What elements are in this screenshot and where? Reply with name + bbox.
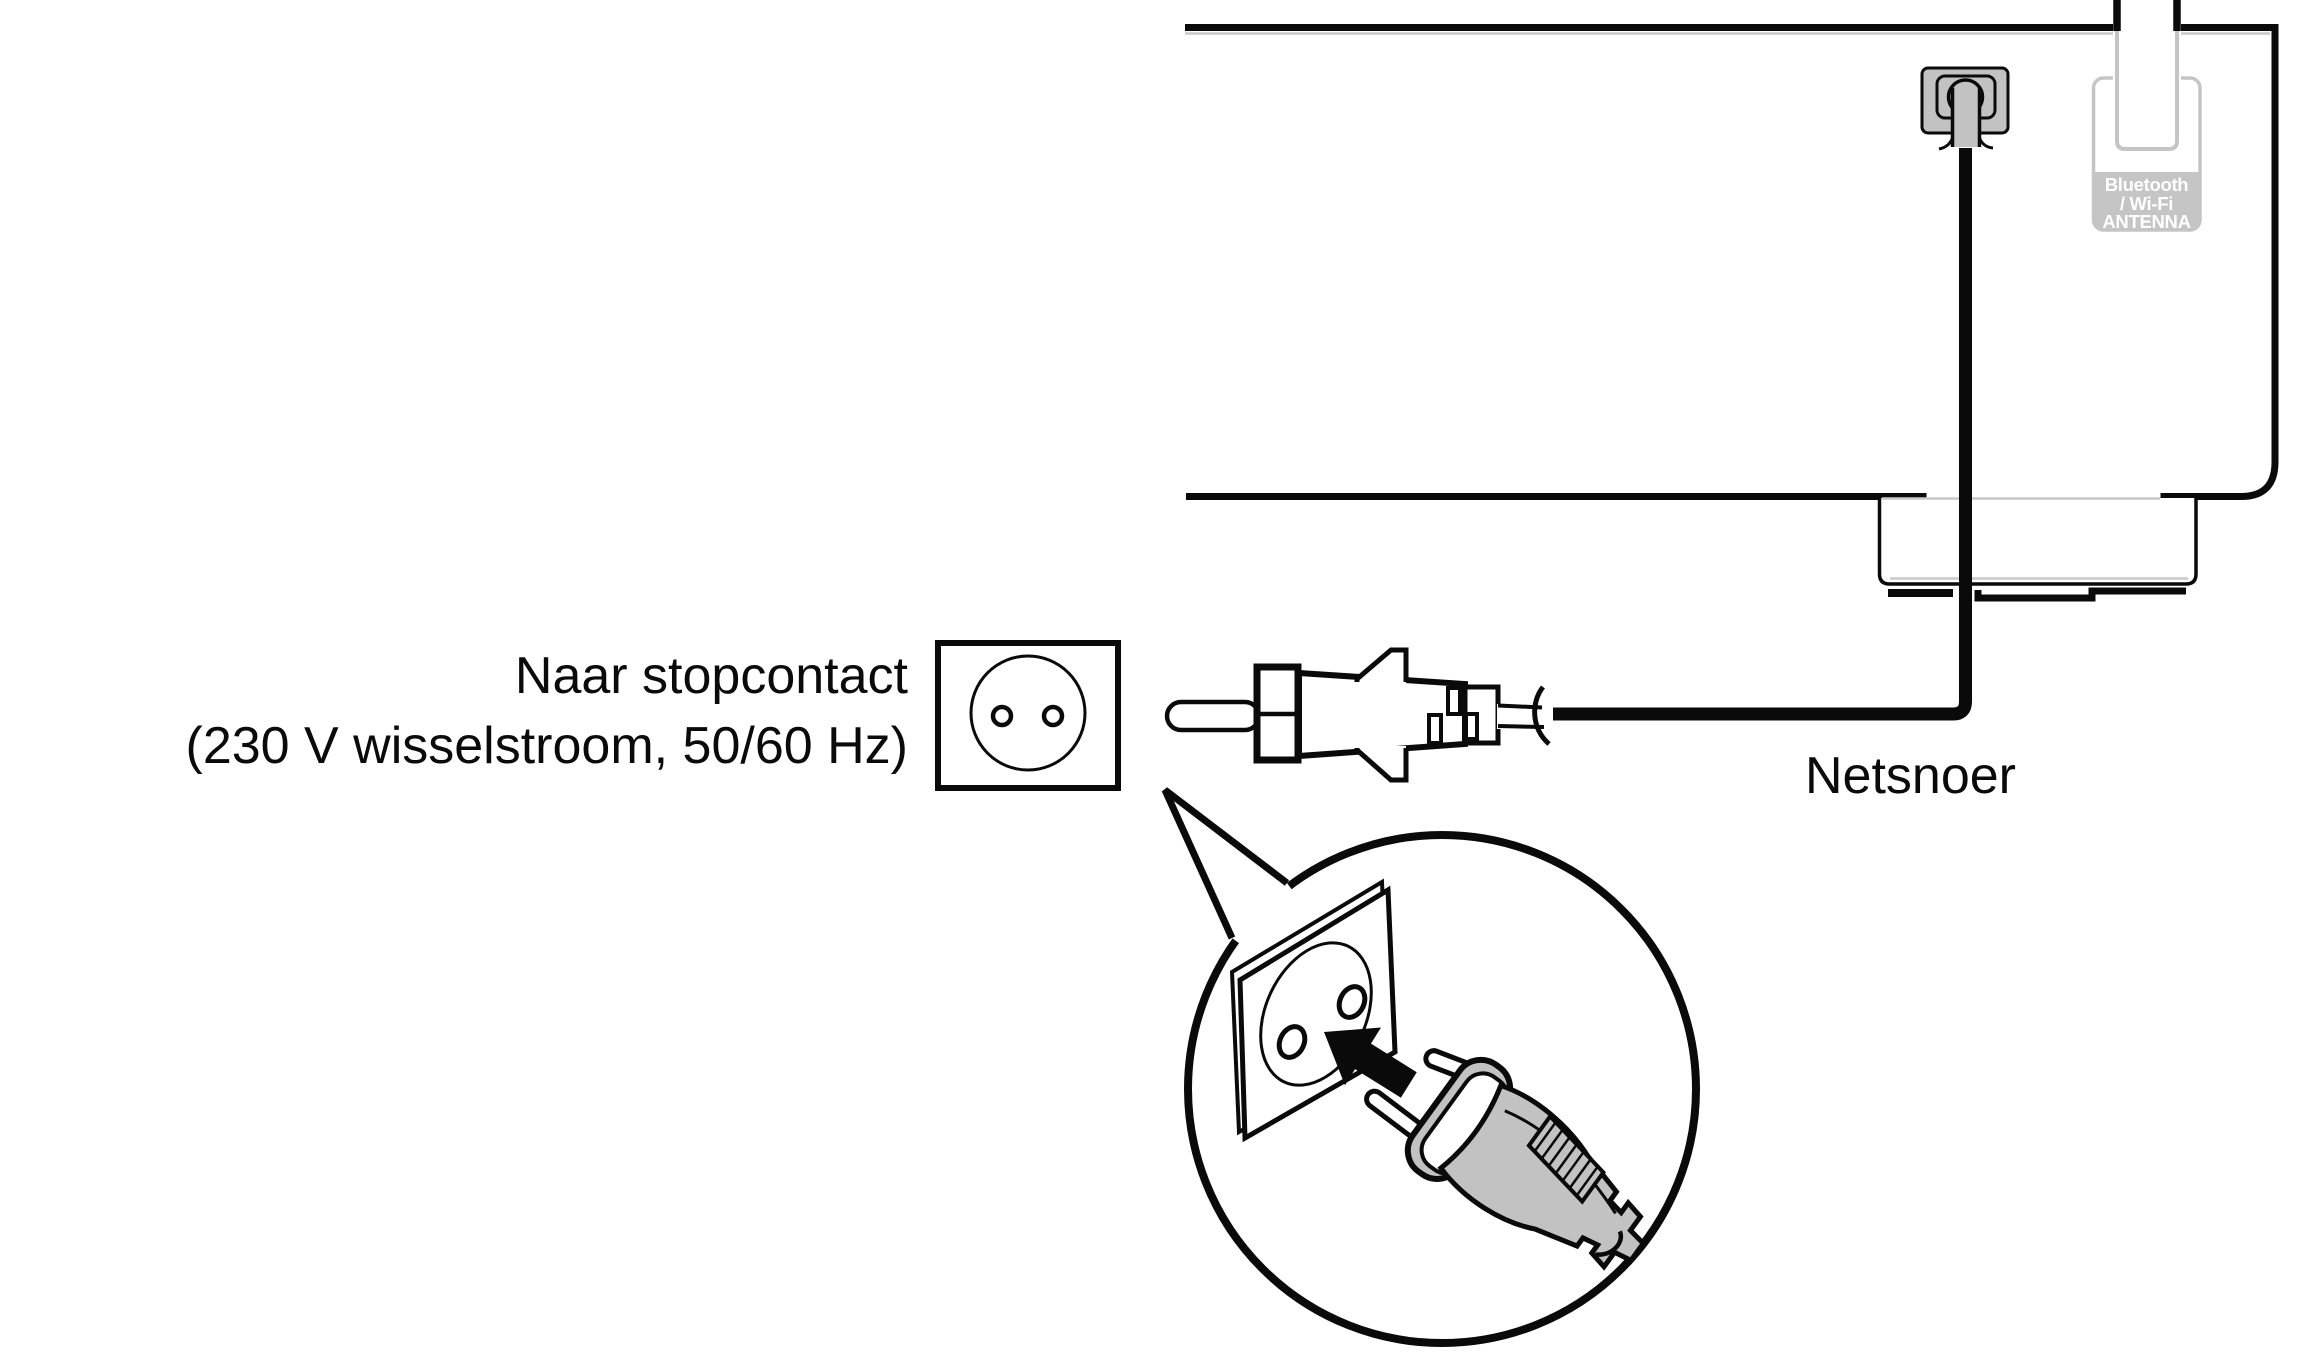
wedge-lines — [1161, 787, 1290, 940]
power-plug-side — [1164, 647, 1551, 783]
foot-tab-right — [1974, 587, 2186, 602]
panel-bottom-edge — [1186, 493, 1927, 507]
antenna-rod — [2113, 0, 2181, 31]
antenna-label-line1: Bluetooth — [2105, 174, 2189, 195]
inset-plug-body — [1404, 1056, 1647, 1271]
plug-top-fin-fill — [1357, 650, 1406, 684]
label-outlet-line2: (230 V wisselstroom, 50/60 Hz) — [186, 717, 909, 775]
plug-notch-3 — [1464, 712, 1479, 741]
plug-strain-relief-arc — [1532, 685, 1551, 746]
bluetooth-wifi-antenna: Bluetooth / Wi-Fi ANTENNA — [2091, 0, 2202, 232]
wall-outlet — [935, 640, 1121, 791]
plug-pin — [1164, 699, 1262, 733]
receiver-back-panel — [1185, 24, 2279, 602]
antenna-label-line2: / Wi-Fi — [2120, 193, 2173, 214]
plug-notch-2 — [1446, 686, 1462, 716]
ac-plug-flare — [1938, 137, 1994, 151]
plug-bottom-fin — [1354, 748, 1409, 783]
insertion-arrow-icon — [1324, 1027, 1417, 1098]
plug-tail-slot — [1595, 1230, 1624, 1257]
plug-bottom-fin-fill — [1357, 746, 1406, 780]
power-cable — [1553, 148, 1972, 721]
plug-top-fin — [1354, 647, 1409, 682]
plug-notch-1 — [1427, 713, 1443, 745]
antenna-label-line3: ANTENNA — [2102, 211, 2190, 232]
outlet-hole-left — [990, 704, 1014, 728]
antenna-rod-slot — [2113, 0, 2181, 150]
ac-plug-boot-outline — [1950, 88, 1982, 147]
label-power-cord: Netsnoer — [1805, 747, 2016, 805]
outlet-hole-right — [1041, 704, 1065, 728]
plug-body-shell — [1437, 1082, 1647, 1271]
inset-scene — [1229, 878, 1647, 1271]
wedge-fill — [1165, 790, 1287, 938]
plug-grip-stripes — [1534, 1122, 1599, 1196]
inset-hole-lower — [1276, 1024, 1308, 1060]
panel-top-right-edge — [1185, 24, 2279, 507]
antenna-rod-lower-outline — [2115, 31, 2179, 151]
inset-hole-upper — [1336, 984, 1368, 1020]
ac-inlet — [1920, 66, 2010, 151]
outlet-socket-circle — [969, 654, 1087, 772]
ac-plug-boot — [1952, 93, 1980, 147]
antenna-label-plate — [2093, 172, 2200, 230]
panel-foot-box — [1877, 498, 2198, 586]
label-outlet-line1: Naar stopcontact — [515, 647, 909, 705]
